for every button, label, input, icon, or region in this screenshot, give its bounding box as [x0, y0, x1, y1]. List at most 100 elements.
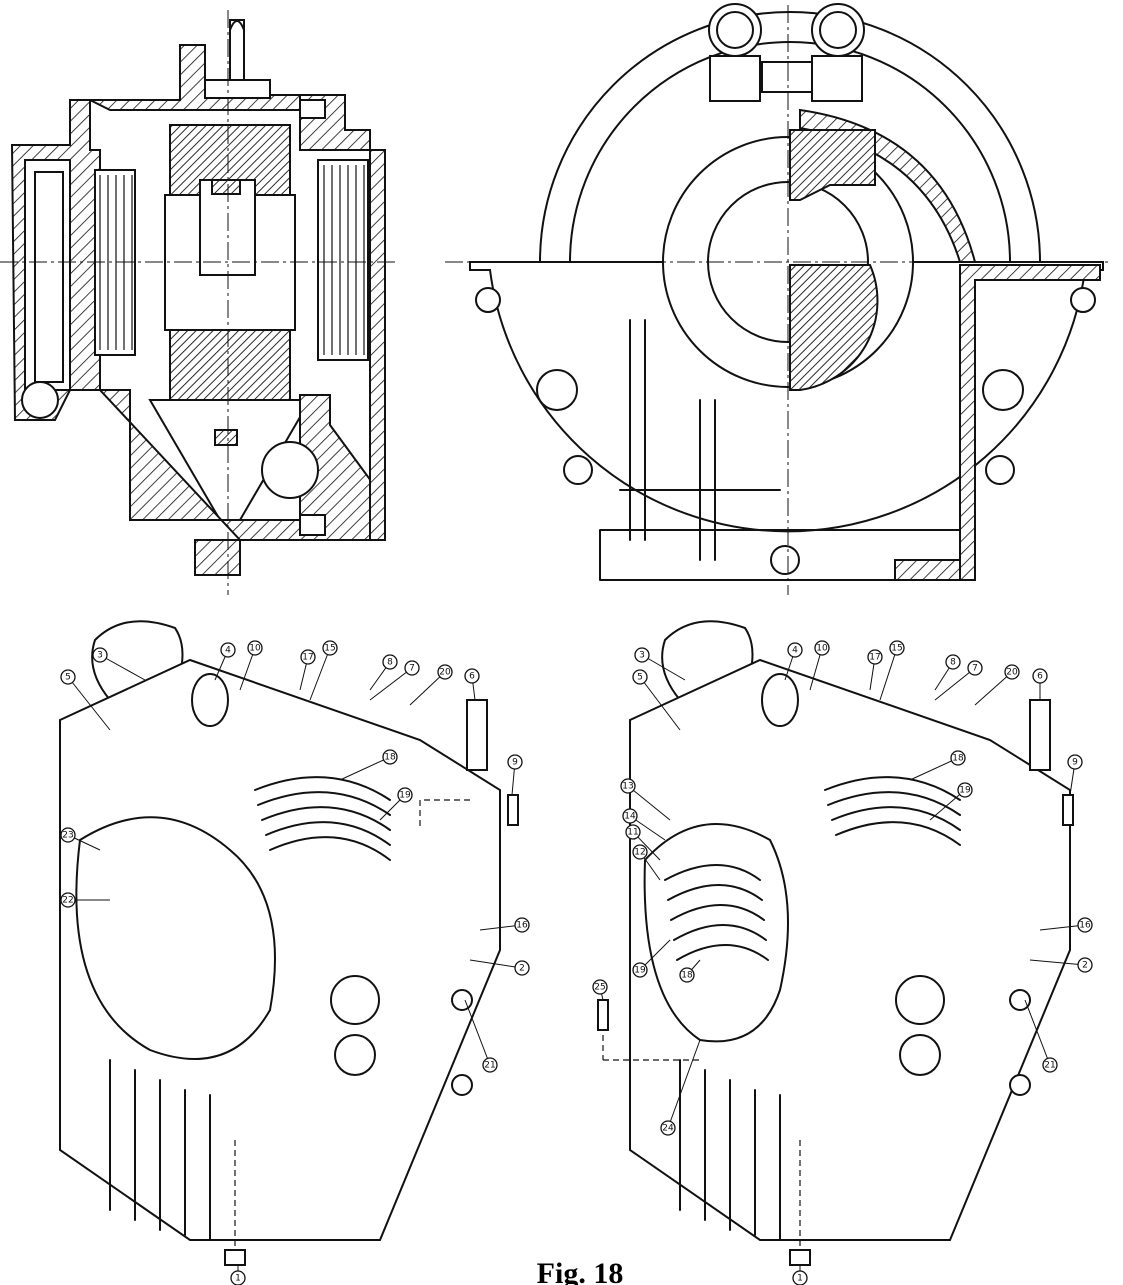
right-callout-circle-9 — [1067, 754, 1083, 770]
left-callout-label-19: 19 — [399, 791, 411, 801]
exploded-right-bolt-25 — [597, 999, 609, 1031]
exploded-right-plug-21b — [1009, 1074, 1031, 1096]
exploded-right-bore-rings — [824, 776, 961, 846]
left-callout-circle-18 — [382, 749, 398, 765]
right-callout-circle-19 — [957, 782, 973, 798]
left-callout-circle-20 — [437, 664, 453, 680]
mount-hole-ul — [475, 287, 501, 313]
right-callout-label-16: 16 — [1079, 921, 1091, 931]
right-callout-circle-18 — [950, 750, 966, 766]
key-bottom — [214, 429, 238, 446]
left-callout-label-4: 4 — [225, 646, 231, 656]
right-callout-label-24: 24 — [662, 1124, 674, 1134]
left-callout-circle-23 — [60, 827, 76, 843]
hub-bottom-block — [169, 329, 291, 401]
left-callout-label-3: 3 — [97, 651, 103, 661]
mount-hole-ur — [1070, 287, 1096, 313]
left-callout-circle-21 — [482, 1057, 498, 1073]
end-view-upper-arc-inner — [569, 41, 1011, 263]
right-callout-label-14: 14 — [624, 812, 636, 822]
right-callout-label-7: 7 — [972, 664, 978, 674]
right-callout-label-15: 15 — [891, 644, 902, 654]
right-callout-circle-17 — [867, 649, 883, 665]
right-callout-circle-7 — [967, 660, 983, 676]
right-leader-18 — [909, 757, 959, 781]
exploded-left-eyebolt — [191, 673, 229, 727]
top-nut — [204, 79, 271, 99]
end-view-base — [599, 529, 961, 581]
right-callout-circle-12 — [632, 844, 648, 860]
left-leader-7 — [369, 667, 413, 701]
right-callout-label-5: 5 — [637, 673, 643, 683]
right-callout-circle-1 — [792, 1270, 808, 1285]
exploded-right-ribs — [679, 1059, 781, 1241]
exploded-right-eyebolt — [761, 673, 799, 727]
right-callout-circle-14 — [622, 808, 638, 824]
left-callout-label-7: 7 — [409, 664, 415, 674]
right-eyebolt-base — [811, 55, 863, 102]
left-callout-circle-8 — [382, 654, 398, 670]
exploded-left-ribs — [109, 1059, 211, 1241]
mount-hole-bottom — [770, 545, 800, 575]
left-callout-label-8: 8 — [387, 658, 393, 668]
left-callout-circle-1 — [230, 1270, 246, 1285]
left-callout-circle-15 — [322, 640, 338, 656]
end-view-body-outline — [469, 261, 1104, 533]
right-callout-label-20: 20 — [1006, 668, 1018, 678]
left-leader-15 — [309, 647, 331, 701]
housing-right-wall — [369, 149, 386, 541]
right-leader-21 — [1024, 999, 1051, 1066]
left-callout-circle-7 — [404, 660, 420, 676]
exploded-right-bolt-6 — [1029, 699, 1051, 771]
right-callout-circle-3 — [634, 647, 650, 663]
left-callout-circle-22 — [60, 892, 76, 908]
right-callout-circle-16 — [1077, 917, 1093, 933]
right-leader-19 — [929, 789, 966, 821]
end-view-ribs — [619, 319, 781, 561]
bearing-segment-lower — [789, 264, 879, 391]
right-callout-label-6: 6 — [1037, 672, 1043, 682]
left-leader-21 — [464, 999, 491, 1066]
exploded-left-bolt-9 — [507, 794, 519, 826]
right-callout-label-19: 19 — [634, 966, 646, 976]
right-callout-label-11: 11 — [627, 828, 638, 838]
left-callout-label-22: 22 — [62, 896, 73, 906]
left-callout-label-18: 18 — [384, 753, 396, 763]
right-callout-circle-15 — [889, 640, 905, 656]
end-view — [445, 3, 1110, 595]
mount-hole-mr — [982, 369, 1024, 411]
right-callout-circle-18 — [679, 967, 695, 983]
mount-hole-lr — [985, 455, 1015, 485]
mount-hole-ml — [536, 369, 578, 411]
left-callout-label-6: 6 — [469, 672, 475, 682]
left-callout-circle-6 — [464, 668, 480, 684]
left-callout-label-21: 21 — [484, 1061, 495, 1071]
right-callout-circle-25 — [592, 979, 608, 995]
exploded-right-plug-21a — [1009, 989, 1031, 1011]
right-leader-3 — [641, 654, 686, 681]
left-callout-circle-16 — [514, 917, 530, 933]
right-callout-circle-19 — [632, 962, 648, 978]
right-callout-label-12: 12 — [634, 848, 645, 858]
right-leader-5 — [639, 676, 681, 731]
exploded-view-right — [597, 620, 1074, 1266]
vent-plug-section — [299, 99, 326, 119]
right-callout-label-21: 21 — [1044, 1061, 1055, 1071]
housing-top — [89, 44, 331, 111]
right-callout-circle-2 — [1077, 957, 1093, 973]
left-callout-label-17: 17 — [302, 653, 313, 663]
exploded-left-bolt-6 — [466, 699, 488, 771]
left-callout-label-16: 16 — [516, 921, 528, 931]
right-leader-20 — [974, 671, 1013, 706]
right-leader-15 — [879, 647, 898, 701]
right-callout-label-3: 3 — [639, 651, 645, 661]
right-leader-2 — [1029, 959, 1086, 966]
exploded-left-body — [59, 658, 501, 1241]
right-callout-label-9: 9 — [1072, 758, 1078, 768]
right-callout-circle-10 — [814, 640, 830, 656]
right-callout-label-19: 19 — [959, 786, 971, 796]
right-callout-circle-4 — [787, 642, 803, 658]
right-callout-label-18: 18 — [681, 971, 693, 981]
